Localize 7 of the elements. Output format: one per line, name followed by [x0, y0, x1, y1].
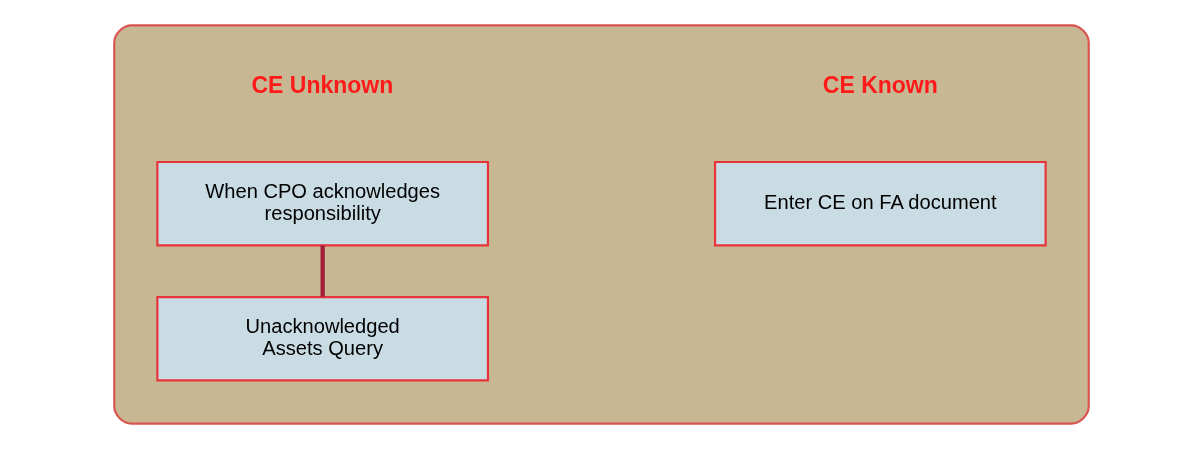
label: CE Known	[822, 72, 938, 99]
node-box: Unacknowledged Assets Query	[156, 296, 490, 382]
node-box: When CPO acknowledges responsibility	[156, 160, 490, 247]
connector	[320, 245, 325, 297]
node-box: Enter CE on FA document	[713, 160, 1047, 247]
cluster	[113, 24, 1090, 425]
label: CE Unknown	[251, 72, 394, 99]
